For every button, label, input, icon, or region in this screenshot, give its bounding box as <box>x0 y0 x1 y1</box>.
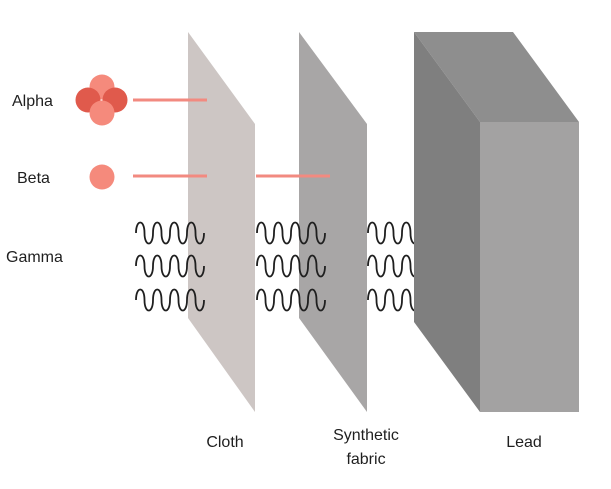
gamma-wave <box>256 288 326 312</box>
gamma-wave <box>256 254 326 278</box>
synthetic-fabric-sheet <box>299 32 367 412</box>
gamma-wave <box>135 221 205 245</box>
alpha-label: Alpha <box>12 93 53 110</box>
synthetic-fabric-label-line1: Synthetic <box>333 427 399 444</box>
alpha-particle-icon <box>75 74 128 126</box>
lead-block-side <box>414 32 480 412</box>
gamma-wave <box>256 221 326 245</box>
synthetic-fabric-label-line2: fabric <box>346 451 385 468</box>
gamma-wave <box>135 254 205 278</box>
gamma-label: Gamma <box>6 249 63 266</box>
gamma-waves <box>135 221 437 312</box>
lead-block <box>414 32 579 412</box>
lead-block-top <box>414 32 579 122</box>
beta-label: Beta <box>17 170 50 187</box>
cloth-label: Cloth <box>206 434 243 451</box>
lead-label: Lead <box>506 434 542 451</box>
beta-particle-icon <box>89 164 115 190</box>
gamma-wave <box>135 288 205 312</box>
cloth-sheet <box>188 32 255 412</box>
lead-block-front <box>480 122 579 412</box>
